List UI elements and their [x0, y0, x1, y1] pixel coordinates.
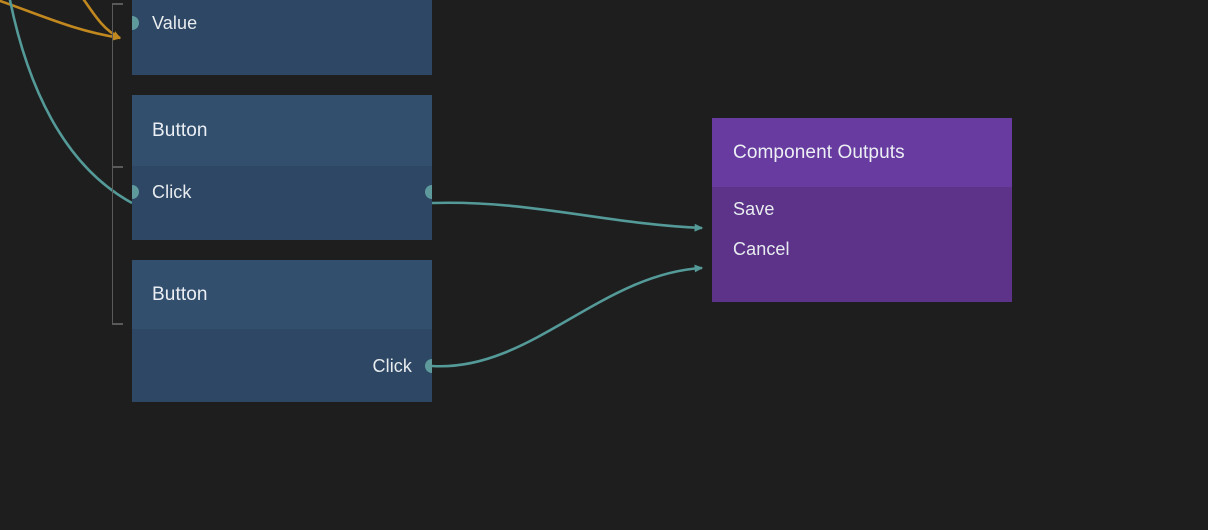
port-dot-value-input[interactable]	[132, 16, 139, 30]
node-component-outputs-header: Component Outputs	[712, 118, 1012, 187]
port-dot-button-1-click-input[interactable]	[132, 185, 139, 199]
node-group-bracket	[112, 3, 124, 325]
node-value-body: Value	[132, 0, 432, 75]
group-bracket-tick-top	[112, 3, 123, 5]
group-bracket-tick-middle	[112, 166, 123, 168]
node-component-outputs-body: Save Cancel	[712, 194, 1012, 302]
node-button-1-header: Button	[132, 95, 432, 166]
port-label-value: Value	[152, 12, 198, 33]
port-label-save: Save	[733, 198, 775, 219]
edge-teal-click-to-cancel	[431, 264, 704, 368]
node-button-2-header-label: Button	[152, 283, 208, 305]
port-row-value[interactable]: Value	[132, 0, 432, 48]
node-button-2[interactable]: Button Click	[132, 260, 432, 402]
port-label-button-2-click: Click	[372, 355, 412, 376]
node-button-1[interactable]: Button Click	[132, 95, 432, 240]
port-label-button-1-click: Click	[152, 181, 192, 202]
node-button-2-body: Click	[132, 348, 432, 402]
port-row-cancel[interactable]: Cancel	[712, 234, 1012, 264]
edge-teal-incoming-click	[8, 0, 133, 205]
node-component-outputs-header-label: Component Outputs	[733, 141, 905, 163]
node-button-1-body: Click	[132, 174, 432, 240]
port-row-button-1-click[interactable]: Click	[132, 174, 432, 210]
node-button-2-header: Button	[132, 260, 432, 329]
edge-orange-a	[0, 0, 122, 41]
node-component-outputs[interactable]: Component Outputs Save Cancel	[712, 118, 1012, 302]
port-label-cancel: Cancel	[733, 238, 790, 259]
node-value[interactable]: Value	[132, 0, 432, 75]
edge-orange-b	[82, 0, 122, 40]
edge-teal-click-to-save	[431, 201, 704, 232]
port-row-save[interactable]: Save	[712, 194, 1012, 224]
port-row-button-2-click[interactable]: Click	[132, 348, 432, 384]
group-bracket-spine	[112, 3, 113, 325]
node-button-1-header-label: Button	[152, 119, 208, 141]
port-dot-button-2-click-output[interactable]	[425, 359, 432, 373]
port-dot-button-1-click-output[interactable]	[425, 185, 432, 199]
group-bracket-tick-bottom	[112, 323, 123, 325]
